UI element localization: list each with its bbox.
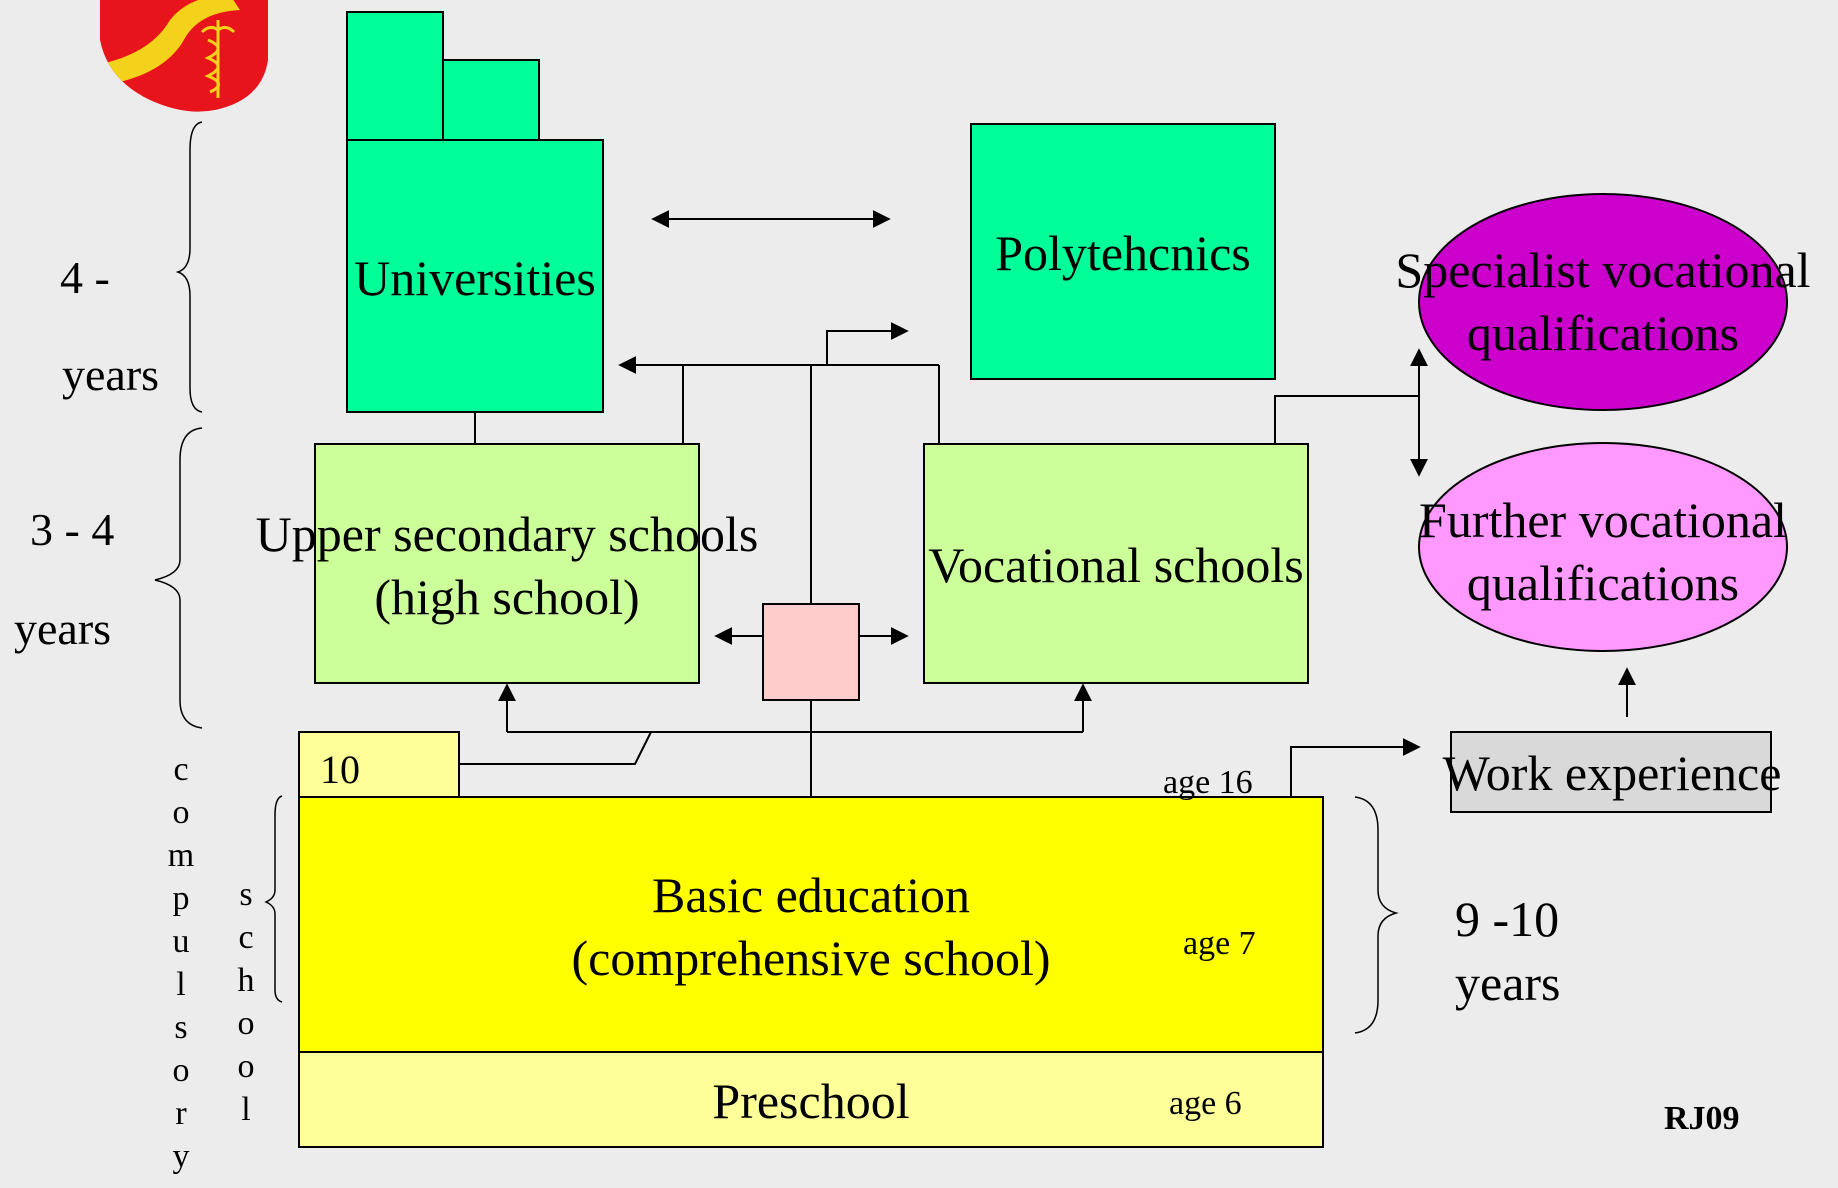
tenth-grade-label: 10 — [320, 747, 360, 792]
universities-label: Universities — [354, 250, 596, 306]
work-experience-box — [1450, 731, 1772, 813]
upper-secondary-sublabel: (high school) — [374, 569, 639, 625]
compulsory-letter: u — [173, 923, 190, 960]
age-6-label: age 6 — [1169, 1085, 1242, 1122]
secondary-duration-number: 3 - 4 — [30, 504, 114, 555]
compulsory-letter: l — [176, 966, 185, 1003]
polytechnics-box — [970, 123, 1276, 380]
upper-secondary-box — [314, 443, 700, 684]
secondary-duration-unit: years — [14, 603, 111, 654]
school-letter: s — [239, 876, 252, 913]
school-letter: o — [238, 1005, 255, 1042]
tenth-grade-box — [298, 731, 460, 805]
basic-duration-number: 9 -10 — [1455, 891, 1559, 947]
compulsory-letter: y — [173, 1138, 190, 1175]
polytechnics-label: Polytehcnics — [995, 225, 1251, 281]
brace-school — [264, 795, 283, 1003]
school-letter: c — [238, 919, 253, 956]
further-qualifications-ellipse — [1418, 442, 1788, 652]
compulsory-letter: r — [175, 1095, 187, 1132]
connector-lines — [459, 322, 1636, 797]
age-16-label: age 16 — [1163, 764, 1253, 801]
universities-tower-short — [442, 59, 540, 141]
vocational-label: Vocational schools — [928, 537, 1303, 593]
transfer-box — [762, 603, 860, 701]
compulsory-letter: s — [174, 1009, 187, 1046]
specialist-qualifications-ellipse — [1418, 193, 1788, 411]
school-letter: o — [238, 1048, 255, 1085]
preschool-box — [298, 1051, 1324, 1148]
school-letter: h — [238, 962, 255, 999]
basic-duration-unit: years — [1455, 955, 1561, 1011]
university-duration-unit: years — [62, 349, 159, 400]
university-duration-number: 4 - — [60, 252, 110, 303]
coat-of-arms-icon — [100, 0, 268, 112]
further-label: Further vocational — [1419, 492, 1787, 548]
author-signature: RJ09 — [1664, 1100, 1740, 1137]
work-experience-label: Work experience — [1443, 745, 1782, 801]
preschool-label: Preschool — [712, 1073, 909, 1129]
compulsory-letter: m — [168, 837, 194, 874]
universities-tower-tall — [346, 11, 444, 141]
basic-education-label: Basic education — [652, 867, 970, 923]
compulsory-letter: p — [173, 880, 190, 917]
basic-education-box — [298, 796, 1324, 1053]
brace-secondary-years — [154, 427, 203, 729]
compulsory-letter: c — [173, 751, 188, 788]
compulsory-letter: o — [173, 794, 190, 831]
basic-education-sublabel: (comprehensive school) — [571, 930, 1050, 986]
upper-secondary-label: Upper secondary schools — [256, 506, 759, 562]
vocational-box — [923, 443, 1309, 684]
brace-university-years — [175, 121, 203, 413]
specialist-sublabel: qualifications — [1467, 305, 1739, 361]
compulsory-letter: o — [173, 1052, 190, 1089]
age-7-label: age 7 — [1183, 925, 1256, 962]
school-label: school — [238, 876, 255, 1128]
specialist-label: Specialist vocational — [1395, 242, 1810, 298]
further-sublabel: qualifications — [1467, 555, 1739, 611]
brace-basic-years — [1354, 796, 1399, 1034]
school-letter: l — [241, 1091, 250, 1128]
